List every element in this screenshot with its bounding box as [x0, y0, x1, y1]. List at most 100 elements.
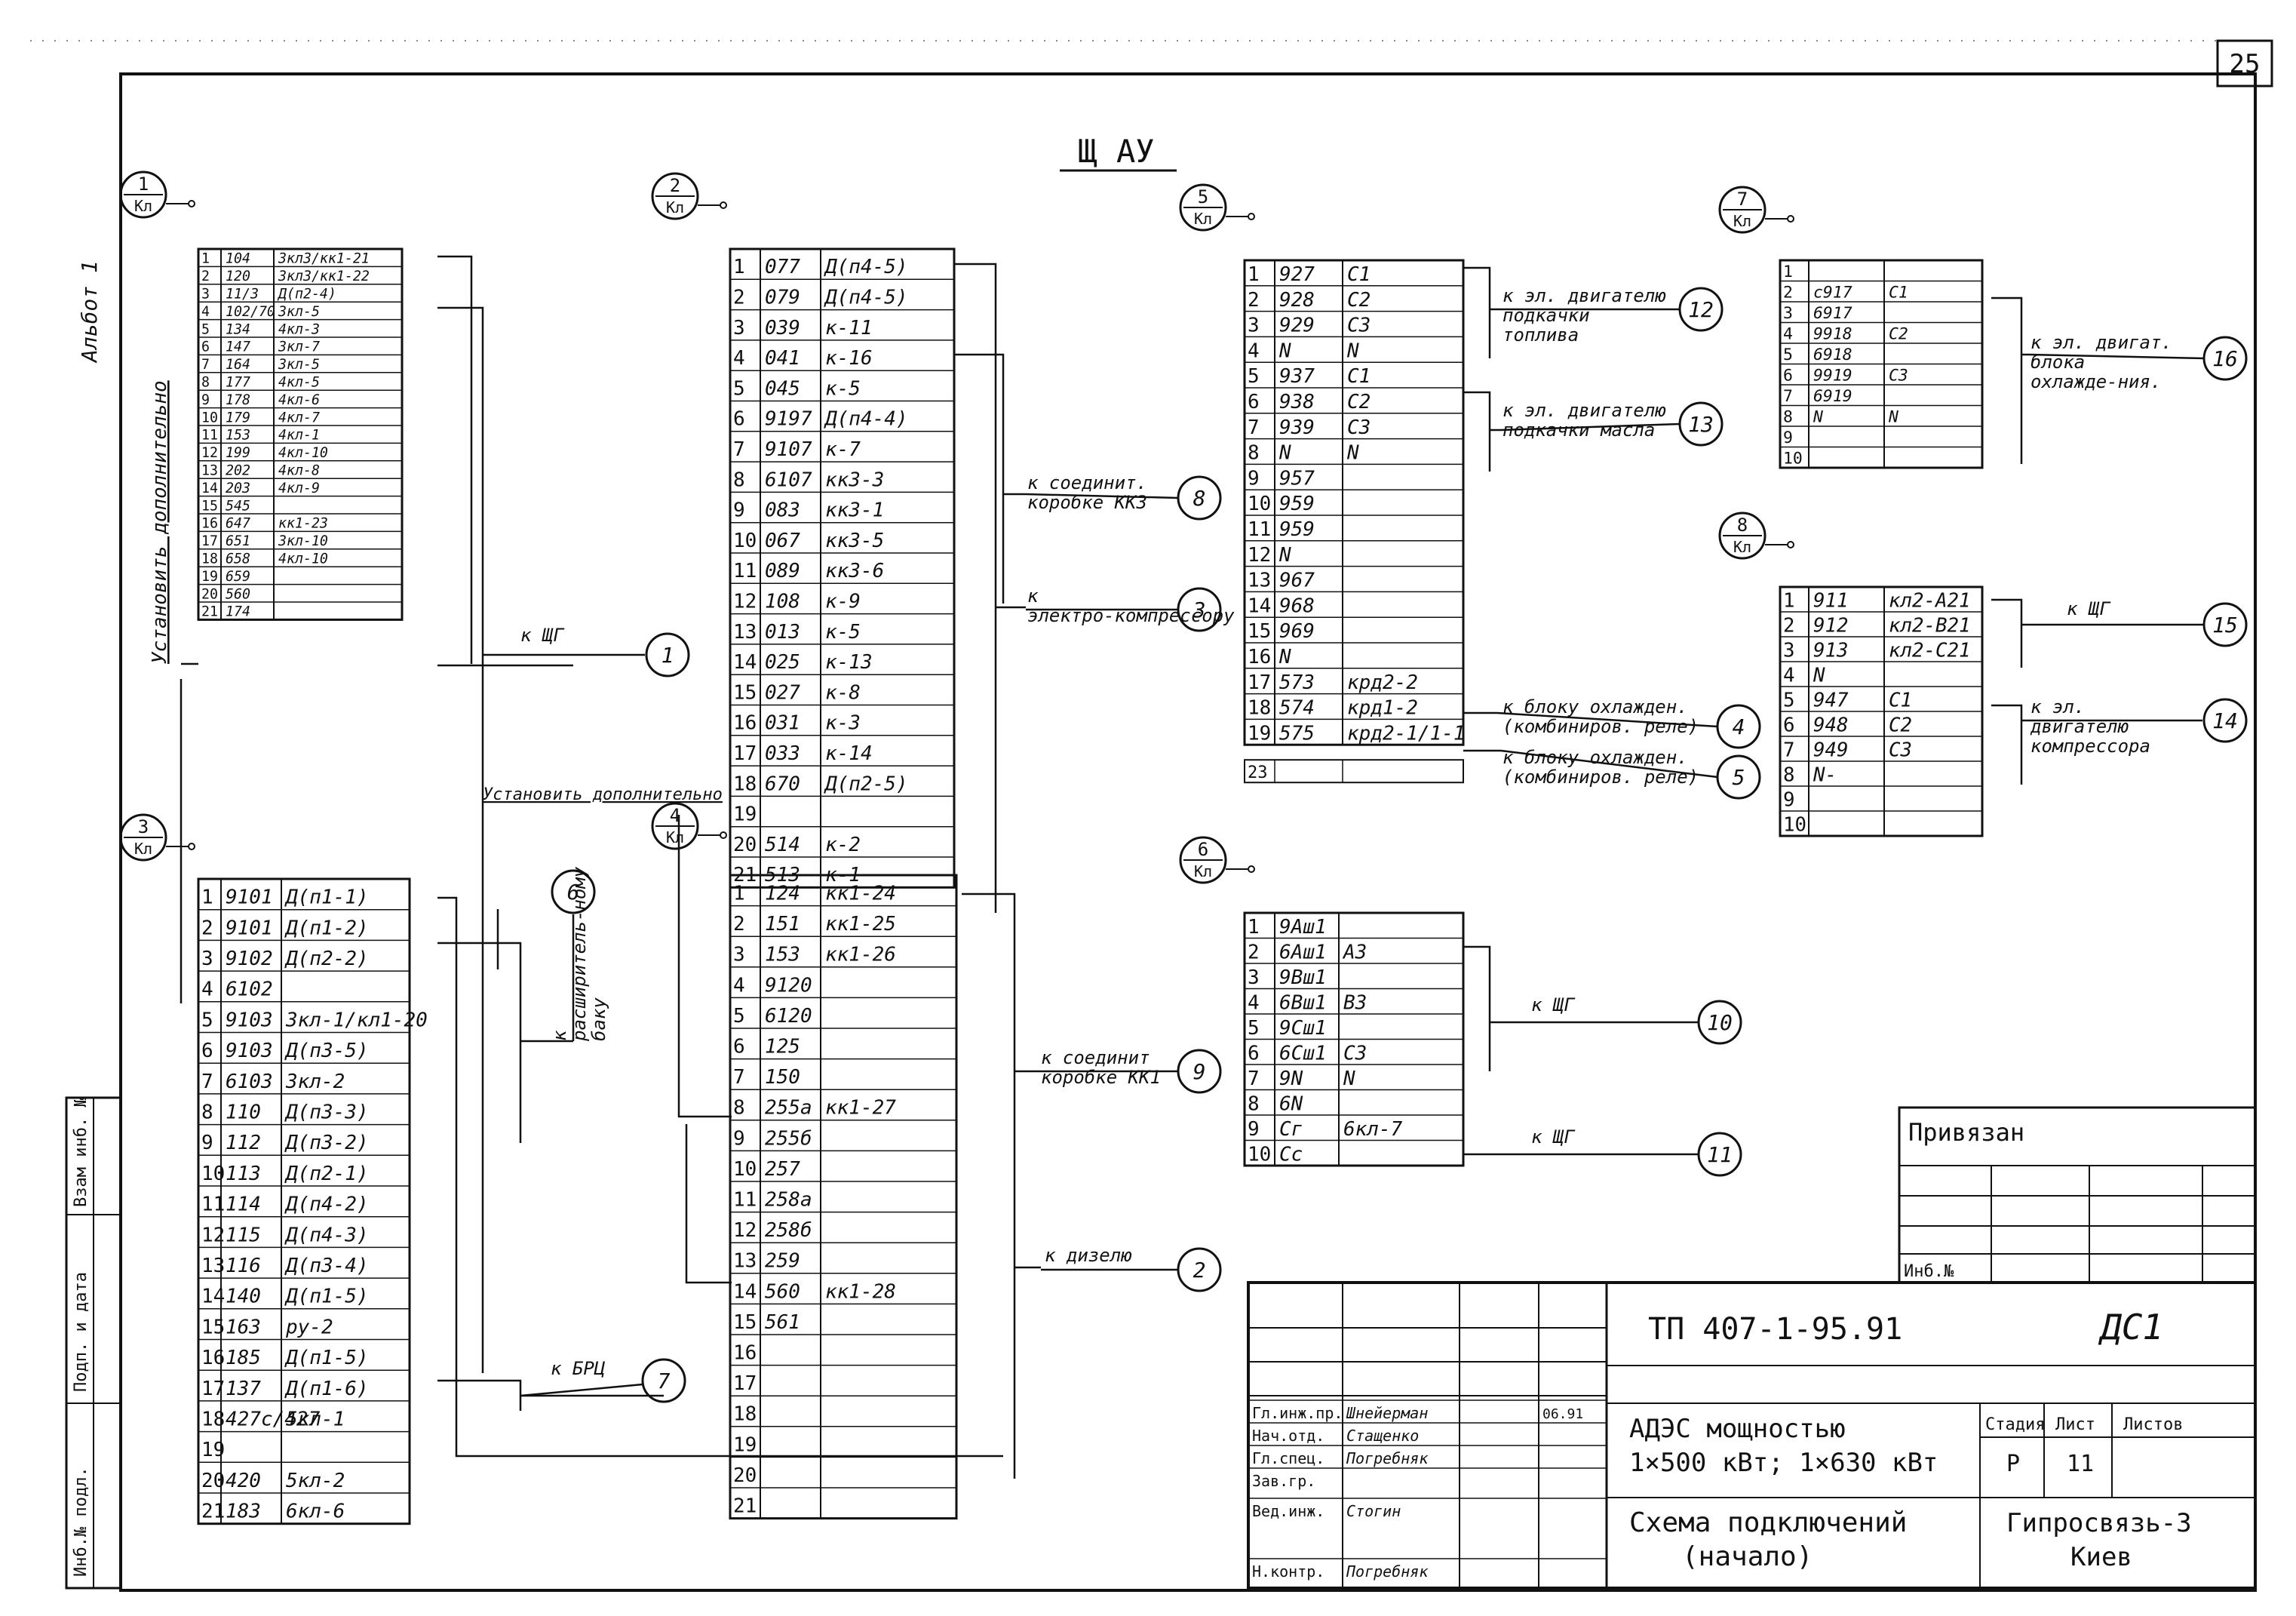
block-marker-type: Кл: [666, 198, 684, 217]
terminal-number: 2: [201, 917, 213, 939]
callout-circle: [1697, 1000, 1742, 1045]
terminal-number: 16: [1248, 646, 1271, 668]
wire-number: 937: [1279, 365, 1315, 388]
wire-number: 255а: [765, 1097, 812, 1120]
block-marker: 2Кл: [651, 172, 727, 220]
wire-number: 013: [765, 621, 800, 644]
wire-destination: 3кл-10: [278, 533, 328, 549]
callout-circle: [641, 1358, 686, 1403]
wire-number: 6102: [226, 979, 273, 1001]
wire-number: Сг: [1279, 1118, 1303, 1141]
wire-destination: кк1-27: [825, 1097, 896, 1120]
terminal-number: 17: [733, 1372, 757, 1395]
wire-destination: Д(п1-1): [284, 886, 369, 909]
wire-number: 025: [765, 651, 800, 674]
wire-destination: к-13: [825, 651, 873, 674]
wire-destination: 4кл-10: [278, 551, 328, 567]
terminal-number: 2: [201, 269, 210, 284]
wire-number: 6Вш1: [1279, 991, 1327, 1014]
wire-number: 9919: [1813, 367, 1852, 386]
callout-label: к ЩГ: [2067, 598, 2111, 619]
signature-role: Зав.гр.: [1252, 1472, 1315, 1490]
terminal-number: 2: [1248, 289, 1260, 312]
callout-label: к соединит.коробке КК3: [1027, 472, 1147, 513]
wire-destination: к-5: [825, 377, 861, 400]
block-marker-number: 3: [138, 816, 149, 837]
callout-number: 16: [2212, 346, 2238, 371]
signature-role: Н.контр.: [1252, 1562, 1324, 1581]
left-margin: Инб.№ подл. Подп. и дата Взам инб. №: [65, 1096, 122, 1590]
terminal-number: 3: [201, 948, 213, 970]
wire-number: 6103: [226, 1071, 273, 1093]
terminal-number: 2: [1783, 614, 1795, 637]
wire-destination: Д(п4-3): [284, 1224, 369, 1246]
wire-destination: С3: [1347, 416, 1371, 439]
wire-destination: С1: [1889, 284, 1908, 303]
wire-destination: к-11: [825, 317, 873, 339]
terminal-number: 3: [1783, 304, 1793, 323]
project-line-2: 1×500 кВт; 1×630 кВт: [1629, 1448, 1938, 1478]
terminal-number: 3: [1248, 315, 1260, 337]
sheet-code: ДС1: [2098, 1307, 2163, 1347]
wire-number: 420: [226, 1470, 261, 1492]
wiring: [180, 255, 2202, 1479]
wire-destination: Д(п2-4): [277, 287, 336, 303]
terminal-number: 18: [733, 773, 757, 795]
terminal-number: 4: [733, 347, 745, 370]
terminal-number: 21: [733, 1495, 757, 1517]
wire-number: N: [1278, 339, 1291, 362]
block-marker-type: Кл: [1194, 862, 1212, 880]
terminal-table-frame: [197, 247, 404, 621]
callout-circle: [2202, 336, 2248, 381]
terminal-number: 5: [1248, 365, 1260, 388]
wire-number: N-: [1813, 763, 1837, 786]
terminal-number: 3: [733, 944, 745, 966]
wire-number: 067: [765, 530, 800, 552]
terminal-number: 18: [201, 1408, 225, 1430]
wire-number: 102/70: [226, 304, 275, 320]
drawing-line-1: Схема подключений: [1629, 1507, 1907, 1538]
terminal-number: 18: [733, 1403, 757, 1426]
callout-circle: [1697, 1132, 1742, 1177]
wire-number: 9Вш1: [1279, 966, 1327, 989]
terminal-number: 20: [201, 586, 218, 602]
terminal-number: 20: [201, 1470, 225, 1492]
terminal-number: 7: [201, 1071, 213, 1093]
callout-circle: [645, 632, 690, 677]
org-line-2: Киев: [2070, 1542, 2132, 1572]
terminal-number: 1: [1248, 916, 1260, 939]
terminal-number: 1: [733, 256, 745, 278]
wire-number: 959: [1279, 518, 1315, 541]
signature-name: Шнейерман: [1346, 1404, 1428, 1422]
wire-destination: Д(п4-5): [824, 287, 908, 309]
wire-destination: С2: [1347, 289, 1371, 312]
terminal-table-frame: [729, 874, 958, 1520]
terminal-number: 9: [1248, 467, 1260, 490]
drawing-line-2: (начало): [1682, 1541, 1813, 1572]
terminal-number: 17: [201, 1378, 225, 1400]
terminal-number: 13: [1248, 570, 1271, 592]
callout-label: к ЩГ: [1531, 994, 1576, 1015]
callout-circle: [1716, 704, 1761, 749]
terminal-number: 8: [1783, 763, 1795, 786]
block-marker: 1Кл: [119, 171, 195, 219]
wire-destination: крд2-2: [1347, 671, 1418, 694]
terminal-number: 14: [201, 481, 218, 496]
wire-number: 257: [765, 1158, 800, 1181]
wire-destination: Д(п2-5): [824, 773, 908, 795]
wire-destination: 4кл-3: [278, 321, 320, 337]
wire-number: 427с/427: [226, 1408, 321, 1430]
wire-number: 573: [1279, 671, 1315, 694]
page-number: 25: [2230, 49, 2261, 79]
terminal-number: 21: [201, 604, 218, 620]
terminal-number: 9: [1248, 1118, 1260, 1141]
callout-circle: [1177, 1049, 1222, 1094]
terminal-number: 5: [733, 377, 745, 400]
wire-number: 560: [226, 586, 250, 602]
terminal-number: 7: [1783, 387, 1793, 406]
wire-destination: кк3-5: [825, 530, 884, 552]
